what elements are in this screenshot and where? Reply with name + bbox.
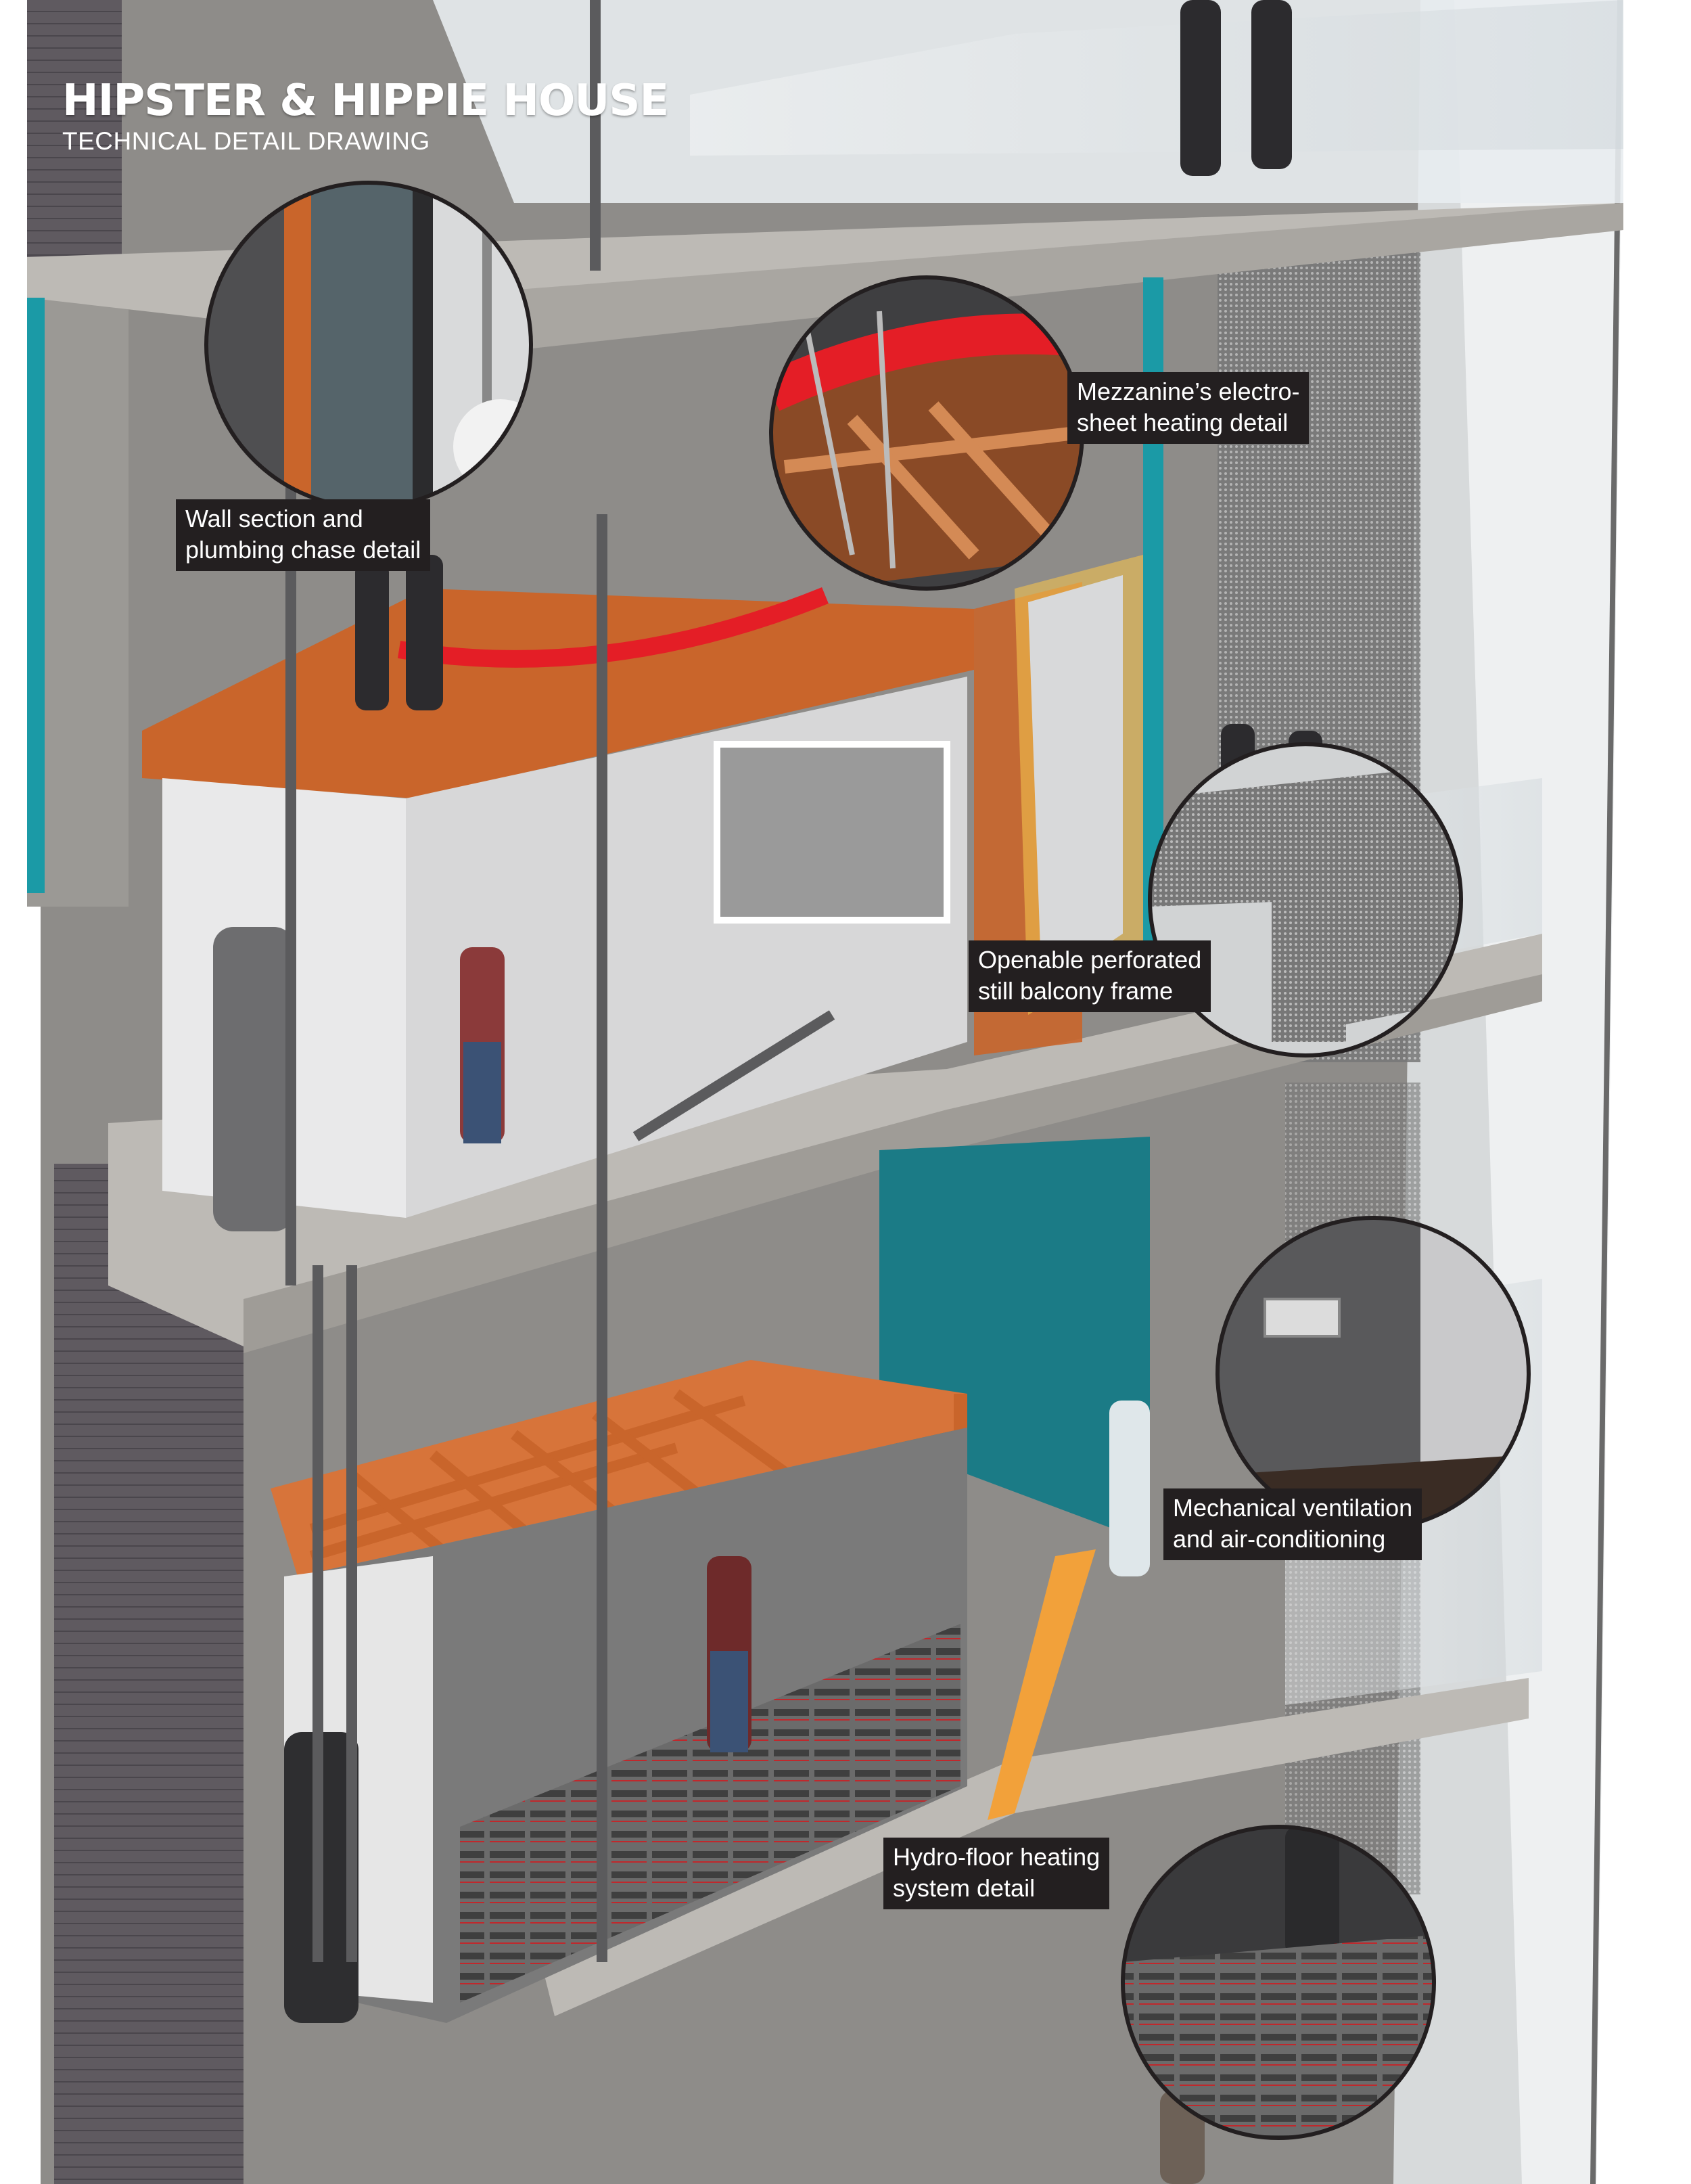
callout-line: and air-conditioning [1173, 1525, 1386, 1553]
detail-circle-balcony-frame [1148, 742, 1463, 1057]
callout-line: Mechanical ventilation [1173, 1494, 1413, 1522]
callout-line: sheet heating detail [1077, 409, 1289, 436]
callout-line: Mezzanine’s electro- [1077, 378, 1300, 405]
callout-mezzanine-heating: Mezzanine’s electro- sheet heating detai… [1067, 372, 1310, 444]
callout-line: still balcony frame [978, 977, 1174, 1005]
mezzanine-level [142, 555, 1143, 1231]
callout-hydro-floor: Hydro-floor heating system detail [883, 1838, 1110, 1909]
callout-line: Openable perforated [978, 946, 1202, 974]
callout-ventilation: Mechanical ventilation and air-condition… [1163, 1488, 1422, 1560]
callout-line: Hydro-floor heating [893, 1843, 1101, 1871]
callout-balcony-frame: Openable perforated still balcony frame [969, 940, 1211, 1012]
detail-circle-hydro-floor [1121, 1825, 1436, 2140]
page-title: HIPSTER & HIPPIE HOUSE [62, 76, 669, 126]
callout-wall-section: Wall section and plumbing chase detail [176, 499, 431, 571]
detail-circle-ventilation [1215, 1216, 1531, 1531]
page-subtitle: TECHNICAL DETAIL DRAWING [62, 127, 430, 155]
callout-line: system detail [893, 1874, 1036, 1902]
lower-level [271, 1360, 1096, 2023]
detail-circle-mezzanine-heating [769, 275, 1084, 591]
detail-circle-wall-section [204, 181, 533, 509]
callout-line: plumbing chase detail [185, 536, 421, 564]
callout-line: Wall section and [185, 505, 363, 532]
title-block: HIPSTER & HIPPIE HOUSE TECHNICAL DETAIL … [62, 76, 669, 156]
